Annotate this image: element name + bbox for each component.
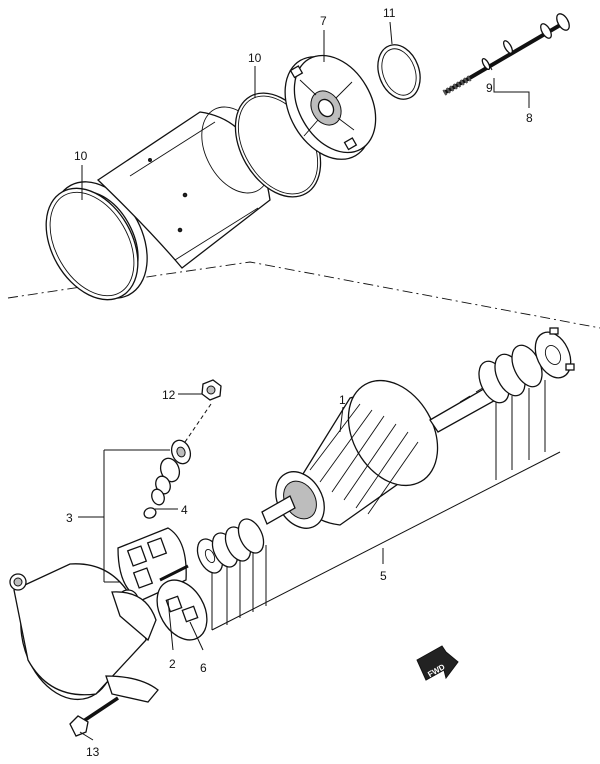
callout-labels: 1 2 3 4 5 6 7 8 9 10 10 11 12 13	[66, 6, 533, 759]
callout-leaders	[78, 21, 530, 741]
callout-1: 1	[339, 393, 346, 407]
callout-10-top: 10	[248, 51, 262, 65]
end-cover	[284, 54, 377, 160]
terminal-nut-stack	[143, 439, 192, 519]
brush-holder-bracket	[117, 527, 189, 601]
callout-8: 8	[526, 111, 533, 125]
callout-6: 6	[200, 661, 207, 675]
callout-12: 12	[162, 388, 176, 402]
washer-set-leaders	[211, 380, 561, 631]
washer-set-right	[478, 327, 575, 404]
terminal-nut-12	[184, 379, 222, 443]
commutator-end-cover	[9, 563, 159, 703]
callout-13: 13	[86, 745, 100, 759]
callout-5: 5	[380, 569, 387, 583]
callout-3: 3	[66, 511, 73, 525]
o-ring-11	[377, 44, 421, 100]
callout-2: 2	[169, 657, 176, 671]
callout-11: 11	[383, 6, 396, 20]
callout-4: 4	[181, 503, 188, 517]
washer-set-left	[196, 518, 265, 574]
forward-arrow-icon: FWD	[416, 645, 459, 681]
brush-plate-6	[156, 579, 208, 641]
bolt-13	[69, 696, 119, 737]
callout-9: 9	[486, 81, 493, 95]
section-divider	[7, 261, 600, 329]
through-bolt	[442, 13, 570, 96]
callout-7: 7	[320, 14, 327, 28]
callout-10-left: 10	[74, 149, 88, 163]
o-ring-left	[45, 187, 139, 301]
